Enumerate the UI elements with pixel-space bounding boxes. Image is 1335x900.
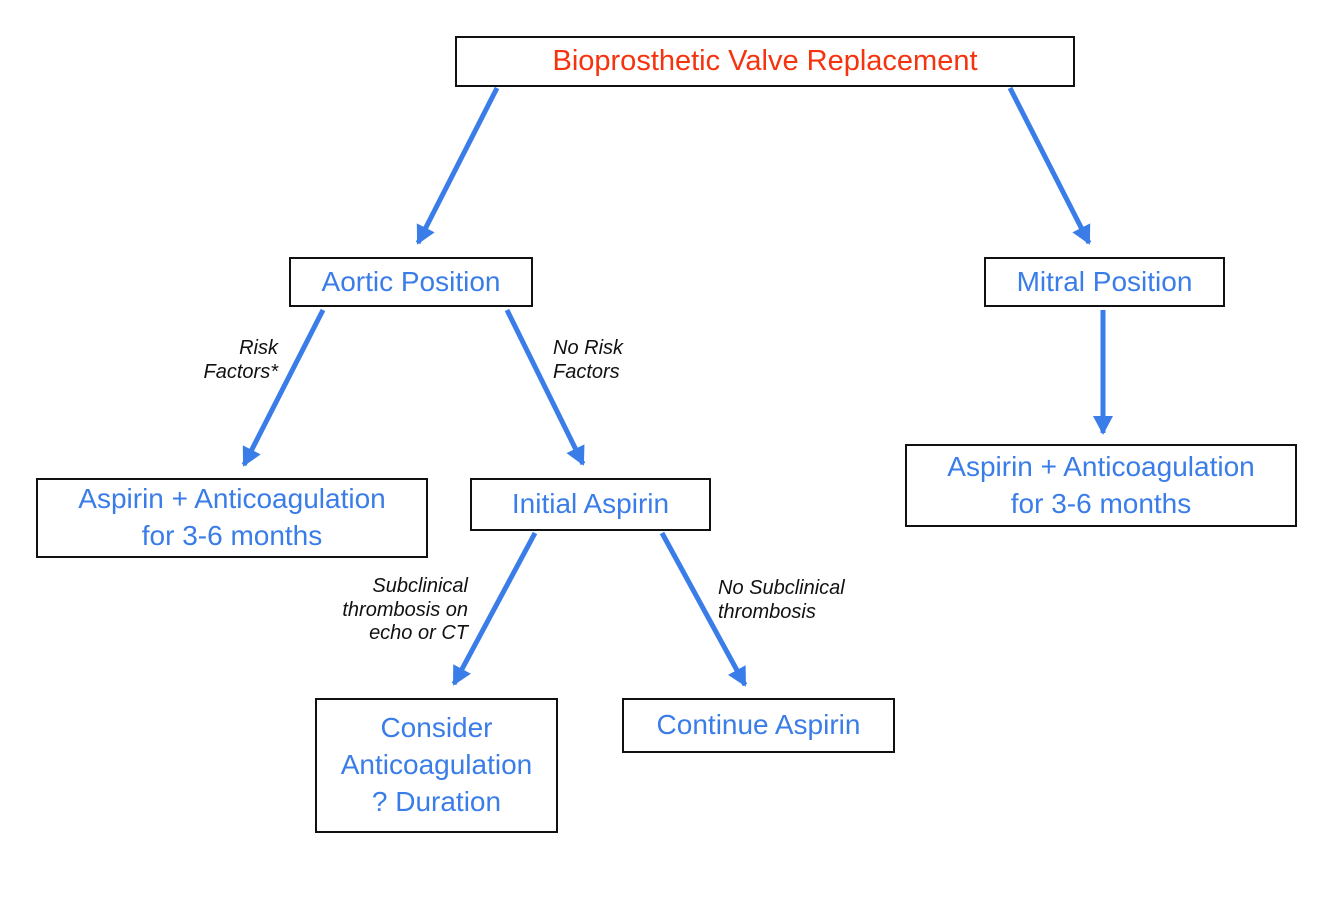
node-consider-anticoagulation: Consider Anticoagulation ? Duration	[315, 698, 558, 833]
edge-label-subclinical-thrombosis: Subclinical thrombosis on echo or CT	[342, 575, 468, 645]
node-bioprosthetic-valve-replacement: Bioprosthetic Valve Replacement	[455, 36, 1075, 87]
edge-label-no-risk-factors: No Risk Factors	[553, 337, 624, 383]
node-initial-aspirin: Initial Aspirin	[470, 478, 711, 531]
node-aspirin-anticoagulation-aortic: Aspirin + Anticoagulation for 3-6 months	[36, 478, 428, 558]
node-aspirin-anticoagulation-mitral: Aspirin + Anticoagulation for 3-6 months	[905, 444, 1297, 527]
arrow-aortic-to-aspirin	[241, 308, 326, 467]
edge-label-no-subclinical-thrombosis: No Subclinical thrombosis	[718, 577, 845, 623]
arrow-root-to-aortic	[415, 86, 500, 245]
node-continue-aspirin: Continue Aspirin	[622, 698, 895, 753]
arrow-aortic-to-initial	[504, 308, 586, 466]
node-mitral-position: Mitral Position	[984, 257, 1225, 307]
edge-label-risk-factors: Risk Factors*	[203, 337, 278, 383]
arrow-root-to-mitral	[1007, 86, 1092, 245]
node-aortic-position: Aortic Position	[289, 257, 533, 307]
